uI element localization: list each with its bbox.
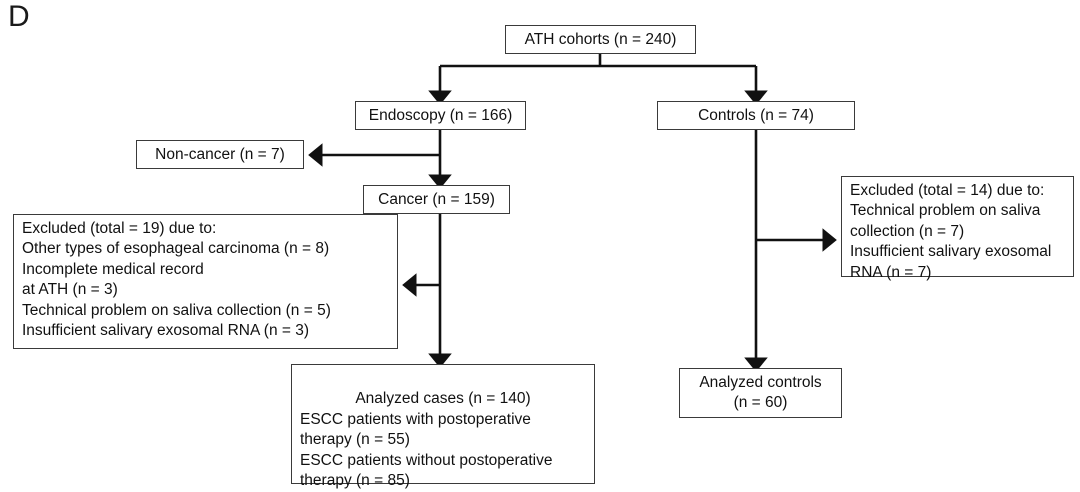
node-ath-cohorts: ATH cohorts (n = 240) (505, 25, 696, 54)
analyzed-cases-title: Analyzed cases (n = 140) (355, 390, 531, 408)
node-non-cancer: Non-cancer (n = 7) (136, 140, 304, 169)
node-cancer: Cancer (n = 159) (363, 185, 510, 214)
analyzed-cases-body: ESCC patients with postoperative therapy… (300, 410, 553, 490)
node-excluded-controls: Excluded (total = 14) due to: Technical … (841, 176, 1074, 281)
node-analyzed-cases: Analyzed cases (n = 140) ESCC patients wi… (291, 364, 595, 489)
node-endoscopy: Endoscopy (n = 166) (355, 101, 526, 130)
node-excluded-cases: Excluded (total = 19) due to: Other type… (13, 214, 398, 349)
node-controls: Controls (n = 74) (657, 101, 855, 130)
panel-label-d: D (8, 0, 30, 33)
node-analyzed-controls: Analyzed controls (n = 60) (679, 368, 842, 418)
